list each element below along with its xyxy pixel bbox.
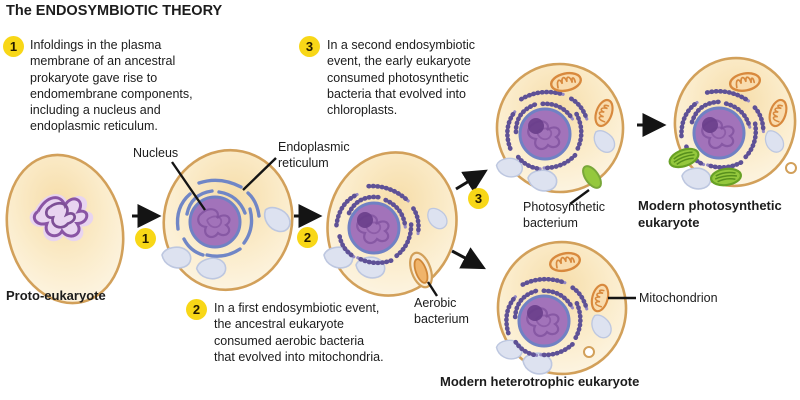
eukaryote-engulfing-aerobic-bacterium-cell: [323, 151, 458, 297]
er-pointer-line: [242, 157, 277, 191]
membrane-notch: [583, 346, 595, 358]
nucleolus: [528, 118, 544, 134]
mitochondrion-label: Mitochondrion: [639, 291, 718, 305]
step-3-badge: 3: [299, 36, 320, 57]
step-3-text: In a second endosymbiotic event, the ear…: [327, 38, 476, 118]
nucleus-label: Nucleus: [133, 146, 179, 160]
vacuole: [527, 169, 558, 192]
step-2-badge: 2: [186, 299, 207, 320]
vacuole: [495, 157, 524, 178]
photosynthetic-pointer-line: [569, 189, 590, 205]
step-2-text: In a first endosymbiotic event, the ance…: [214, 301, 384, 364]
early-eukaryote-cell: [161, 148, 296, 292]
nucleus: [347, 201, 401, 255]
step-1-badge: 1: [3, 36, 24, 57]
proto-eukaryote-label: Proto-eukaryote: [6, 288, 106, 303]
modern-heterotrophic-eukaryote-cell: [495, 240, 628, 376]
nucleus-pointer-line: [171, 161, 206, 211]
photosynthetic-bacterium: [582, 165, 602, 189]
membrane-notch: [785, 162, 797, 174]
flow-2-badge: 2: [297, 227, 318, 248]
vacuole: [161, 246, 192, 269]
vacuole: [681, 167, 712, 190]
endoplasmic-reticulum-label: Endoplasmic reticulum: [278, 140, 350, 170]
nucleus: [692, 106, 746, 160]
modern-photosynthetic-label: Modern photosynthetic eukaryote: [638, 198, 782, 230]
modern-photosynthetic-eukaryote-cell: [666, 56, 797, 190]
aerobic-pointer-line: [426, 281, 439, 297]
nucleolus: [702, 117, 718, 133]
step-1-text: Infoldings in the plasma membrane of an …: [30, 38, 193, 134]
nucleolus: [357, 212, 373, 228]
nucleus: [517, 294, 571, 348]
flow-1-badge: 1: [135, 228, 156, 249]
photosynthetic-bacterium-label: Photosynthetic bacterium: [523, 200, 605, 230]
flow-3-badge: 3: [468, 188, 489, 209]
eukaryote-with-mitochondria-cell: [495, 62, 625, 194]
nucleus: [518, 107, 572, 161]
aerobic-bacterium-label: Aerobic bacterium: [414, 296, 469, 326]
nucleus: [188, 195, 242, 249]
modern-heterotrophic-label: Modern heterotrophic eukaryote: [440, 374, 640, 389]
aerobic-bacterium: [409, 251, 433, 289]
nucleolus: [527, 305, 543, 321]
proto-eukaryote-cell: [5, 153, 125, 305]
vacuole: [495, 339, 524, 360]
arrow-branch-down: [451, 247, 486, 270]
page-title: The ENDOSYMBIOTIC THEORY: [6, 3, 223, 19]
arrow-step3-up: [455, 169, 488, 193]
